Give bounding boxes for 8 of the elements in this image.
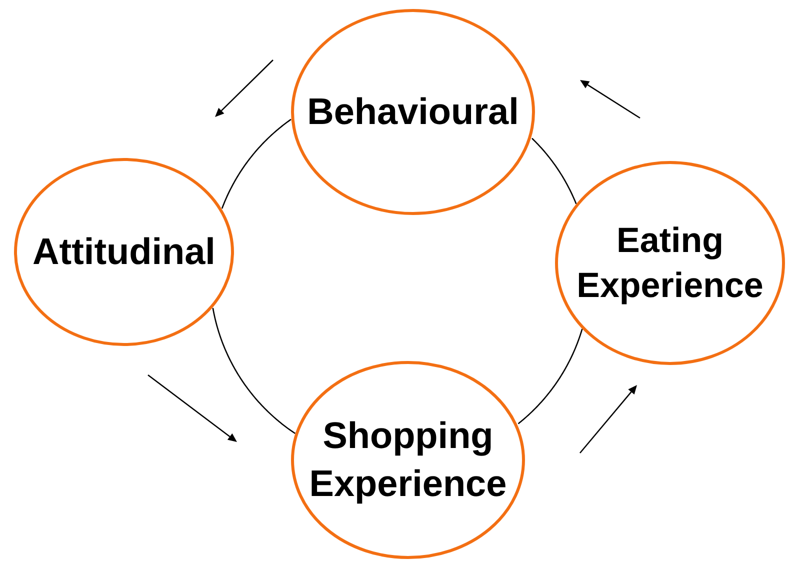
node-label: Shopping Experience [308,414,508,506]
connector-arc [212,308,296,434]
connector-arc [518,328,583,424]
node-label: Eating Experience [576,220,764,307]
connector-arc [221,118,292,209]
node-label: Behavioural [307,90,519,134]
connector-arc [532,138,577,204]
node-label: Attitudinal [32,230,216,274]
